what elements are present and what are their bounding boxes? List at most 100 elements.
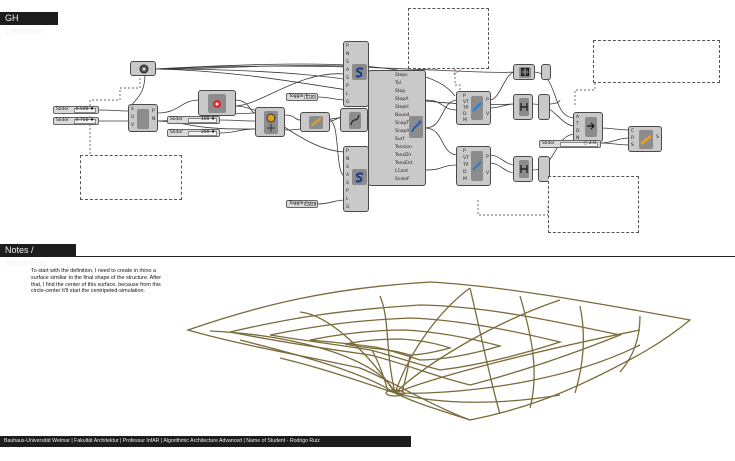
port-label[interactable]: VT: [463, 156, 469, 161]
port-label[interactable]: S: [346, 60, 349, 65]
kangaroo-port-tensdir[interactable]: TensDir: [395, 153, 412, 158]
brep-parameter[interactable]: [130, 61, 156, 76]
port-label[interactable]: T: [576, 122, 579, 127]
port-out-s[interactable]: S: [656, 135, 659, 140]
graft-node-bottom[interactable]: P N S A S P L G: [343, 146, 369, 212]
slider-scale-track[interactable]: [560, 142, 598, 147]
divide-icon: [310, 117, 322, 127]
pipe-node[interactable]: C R S S: [628, 126, 662, 152]
port-label[interactable]: N: [346, 52, 350, 57]
port-u[interactable]: U: [131, 115, 135, 120]
port-label[interactable]: P: [346, 44, 349, 49]
port-out[interactable]: V: [486, 171, 490, 176]
port-label[interactable]: P: [346, 189, 349, 194]
slider-count-b-track[interactable]: [188, 131, 217, 136]
kangaroo-icon: [411, 120, 422, 133]
port-out[interactable]: P: [486, 98, 489, 103]
flip-node-top[interactable]: [513, 94, 533, 120]
toggle-false[interactable]: Toggle False: [286, 200, 318, 208]
port-label[interactable]: C: [631, 129, 635, 134]
port-label[interactable]: G: [346, 100, 350, 105]
kangaroo-port-scalef[interactable]: ScaleF: [395, 177, 410, 182]
port-label[interactable]: G: [346, 205, 350, 210]
port-label[interactable]: D: [576, 129, 580, 134]
port-out[interactable]: P: [486, 155, 489, 160]
kangaroo-port-snapa[interactable]: SnapA: [395, 129, 410, 134]
port-label[interactable]: TP: [463, 106, 469, 111]
port-label[interactable]: P: [346, 84, 349, 89]
port-label[interactable]: S: [346, 76, 349, 81]
slider-count-a-track[interactable]: [188, 118, 217, 123]
port-v[interactable]: V: [131, 123, 135, 128]
kangaroo-port-tensent[interactable]: TensEnt: [395, 161, 413, 166]
interpolate-node[interactable]: A T D N: [573, 112, 603, 142]
port-label[interactable]: P: [346, 149, 349, 154]
kangaroo-port-stopa[interactable]: StopA: [395, 97, 409, 102]
slider-u-track[interactable]: [74, 108, 96, 113]
port-label[interactable]: A: [346, 68, 350, 73]
slider-u[interactable]: Slider 0.500 ♦: [53, 106, 99, 114]
port-label[interactable]: A: [346, 173, 350, 178]
kangaroo-port-lcont[interactable]: LCont: [395, 169, 409, 174]
port-out[interactable]: V: [486, 112, 490, 117]
interpolate-icon: [587, 122, 595, 130]
port-label[interactable]: L: [346, 92, 349, 97]
flip-node-bottom[interactable]: [513, 156, 533, 182]
interpolate-core: [585, 117, 597, 137]
port-label[interactable]: P: [463, 149, 466, 154]
toggle-false-value[interactable]: False: [304, 202, 317, 207]
notes-simulation-rule: [0, 256, 735, 257]
structure-render-art: [185, 281, 692, 421]
tension-node-bottom[interactable]: P VT TP D M P V: [456, 146, 491, 186]
kangaroo-port-steps[interactable]: Steps: [395, 73, 408, 78]
port-label[interactable]: M: [463, 118, 467, 123]
kangaroo-port-tension[interactable]: Tension: [395, 145, 412, 150]
slider-scale[interactable]: Slider ○ 2.0: [539, 140, 601, 148]
kangaroo-port-bound[interactable]: Bound: [395, 113, 410, 118]
item-node[interactable]: [541, 64, 551, 80]
port-label[interactable]: S: [346, 165, 349, 170]
port-s[interactable]: S: [131, 107, 134, 112]
evaluate-surface-node[interactable]: S U V P N: [128, 104, 158, 132]
footer-bar: Bauhaus-Universität Weimar | Fakultät Ar…: [0, 436, 411, 447]
port-label[interactable]: N: [346, 157, 350, 162]
slider-v-track[interactable]: [74, 119, 96, 124]
mesh-node[interactable]: [513, 64, 535, 80]
flip-icon: [520, 165, 528, 173]
kangaroo-port-tol[interactable]: Tol: [395, 81, 401, 86]
port-label[interactable]: TP: [463, 163, 469, 168]
slider-count-b-value: 200 ♦: [200, 130, 215, 135]
port-label[interactable]: VT: [463, 100, 469, 105]
port-label[interactable]: D: [463, 112, 467, 117]
toggle-true-value[interactable]: True: [304, 95, 316, 100]
kangaroo-port-stop[interactable]: Stop: [395, 89, 406, 94]
port-label[interactable]: A: [576, 115, 580, 120]
tension-node-top[interactable]: P VT TP D M P V: [456, 91, 491, 125]
slider-v[interactable]: Slider 0.750 ♦: [53, 117, 99, 125]
port-label[interactable]: S: [346, 181, 349, 186]
port-label[interactable]: S: [631, 143, 634, 148]
point-node[interactable]: [198, 90, 236, 116]
slider-count-a[interactable]: Slider 100 ♦: [167, 116, 220, 124]
curve-node-a[interactable]: [340, 108, 368, 132]
slider-count-b[interactable]: Slider 200 ♦: [167, 129, 220, 137]
port-label[interactable]: D: [463, 170, 467, 175]
port-out-p[interactable]: P: [152, 109, 155, 114]
kangaroo-port-steph[interactable]: StepH: [395, 105, 409, 110]
port-label[interactable]: R: [631, 136, 635, 141]
graft-node-top[interactable]: P N S A S P L G: [343, 41, 369, 107]
divide-curve-node[interactable]: [300, 112, 330, 132]
kangaroo-port-snapt[interactable]: SnapT: [395, 121, 410, 126]
list-node-top[interactable]: [538, 94, 550, 120]
port-label[interactable]: N: [576, 136, 580, 141]
port-label[interactable]: P: [463, 94, 466, 99]
kangaroo-port-surf[interactable]: Surf: [395, 137, 405, 142]
port-out-n[interactable]: N: [152, 117, 156, 122]
circle-node[interactable]: [255, 107, 285, 137]
port-label[interactable]: M: [463, 177, 467, 182]
list-node-bottom[interactable]: [538, 156, 550, 182]
s-icon: [355, 172, 364, 183]
port-label[interactable]: L: [346, 197, 349, 202]
toggle-true[interactable]: Toggle True: [286, 93, 318, 101]
